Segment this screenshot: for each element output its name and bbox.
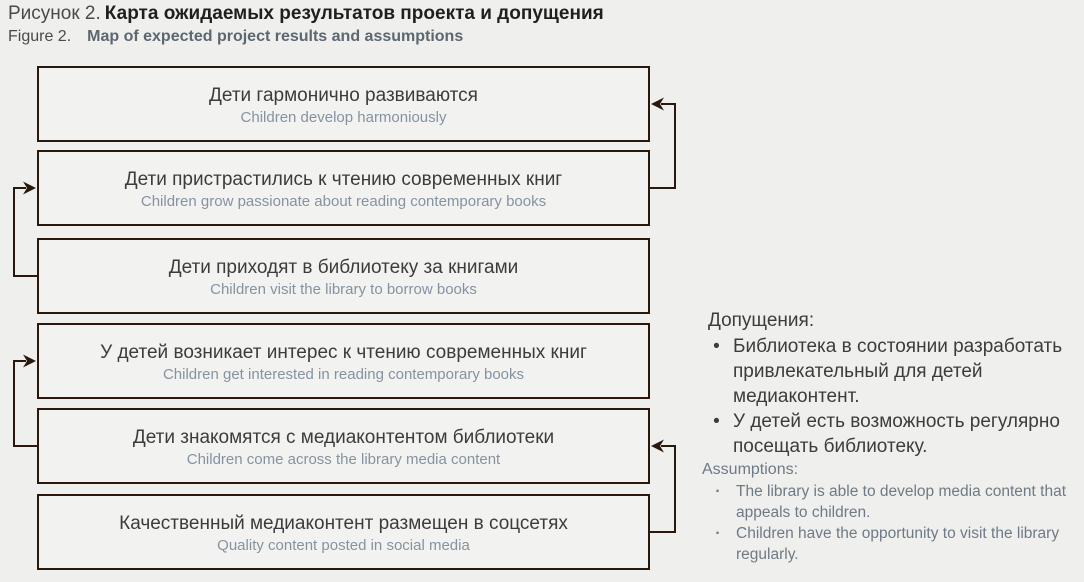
- assumptions-panel: Допущения: • Библиотека в состоянии разр…: [700, 308, 1084, 565]
- figure-title: Рисунок 2.Карта ожидаемых результатов пр…: [8, 2, 604, 47]
- arrow-right-icon: [23, 354, 36, 368]
- assumption-item-en: · Children have the opportunity to visit…: [700, 523, 1084, 565]
- result-box-quality-content: Качественный медиаконтент размещен в соц…: [37, 494, 650, 570]
- box-label-ru: Дети пристрастились к чтению современных…: [124, 169, 563, 190]
- box-label-ru: Дети гармонично развиваются: [209, 85, 478, 106]
- box-label-en: Children visit the library to borrow boo…: [210, 281, 477, 298]
- result-box-media-content: Дети знакомятся с медиаконтентом библиот…: [37, 408, 650, 484]
- assumption-item-ru: • Библиотека в состоянии разработать при…: [700, 334, 1084, 409]
- box-label-en: Children grow passionate about reading c…: [140, 193, 547, 210]
- figure-title-ru: Рисунок 2.Карта ожидаемых результатов пр…: [8, 2, 604, 26]
- bullet-icon: •: [713, 411, 720, 432]
- result-box-children-develop: Дети гармонично развиваются Children dev…: [37, 66, 650, 142]
- box-label-en: Quality content posted in social media: [217, 537, 470, 554]
- box-label-en: Children develop harmoniously: [240, 109, 447, 126]
- assumptions-heading-ru: Допущения:: [708, 310, 815, 331]
- box-label-en: Children get interested in reading conte…: [162, 366, 525, 383]
- assumption-item-en: · The library is able to develop media c…: [700, 481, 1084, 523]
- figure-caption-ru: Карта ожидаемых результатов проекта и до…: [104, 3, 604, 24]
- arrow-left-icon: [651, 439, 664, 453]
- connector-box3-to-box2: [13, 187, 37, 277]
- box-label-ru: Дети знакомятся с медиаконтентом библиот…: [132, 427, 555, 448]
- result-box-visit-library: Дети приходят в библиотеку за книгами Ch…: [37, 238, 650, 314]
- connector-box6-to-box5: [650, 445, 676, 533]
- assumption-item-ru: • У детей есть возможность регулярно пос…: [700, 409, 1084, 459]
- assumption-text-en: The library is able to develop media con…: [736, 483, 1066, 521]
- box-label-ru: У детей возникает интерес к чтению совре…: [100, 342, 587, 363]
- box-label-ru: Дети приходят в библиотеку за книгами: [168, 257, 519, 278]
- box-label-en: Children come across the library media c…: [186, 451, 501, 468]
- figure-title-en: Figure 2. Map of expected project results…: [8, 26, 604, 47]
- arrow-left-icon: [651, 97, 664, 111]
- assumptions-heading-en: Assumptions:: [702, 461, 799, 478]
- bullet-icon: ·: [715, 525, 721, 542]
- figure-caption-en: Map of expected project results and assu…: [87, 28, 464, 45]
- bullet-icon: •: [713, 336, 720, 357]
- arrow-right-icon: [23, 181, 36, 195]
- box-label-ru: Качественный медиаконтент размещен в соц…: [119, 513, 568, 534]
- assumption-text-ru: У детей есть возможность регулярно посещ…: [733, 411, 1060, 457]
- result-box-passionate-reading: Дети пристрастились к чтению современных…: [37, 150, 650, 226]
- figure-number-en: Figure 2.: [8, 28, 72, 45]
- assumption-text-en: Children have the opportunity to visit t…: [736, 525, 1060, 563]
- assumption-text-ru: Библиотека в состоянии разработать привл…: [733, 336, 1063, 407]
- connector-box5-to-box4: [13, 360, 37, 447]
- result-box-interest-reading: У детей возникает интерес к чтению совре…: [37, 323, 650, 399]
- bullet-icon: ·: [715, 483, 721, 500]
- connector-box2-to-box1: [650, 103, 676, 189]
- figure-number-ru: Рисунок 2.: [8, 3, 101, 24]
